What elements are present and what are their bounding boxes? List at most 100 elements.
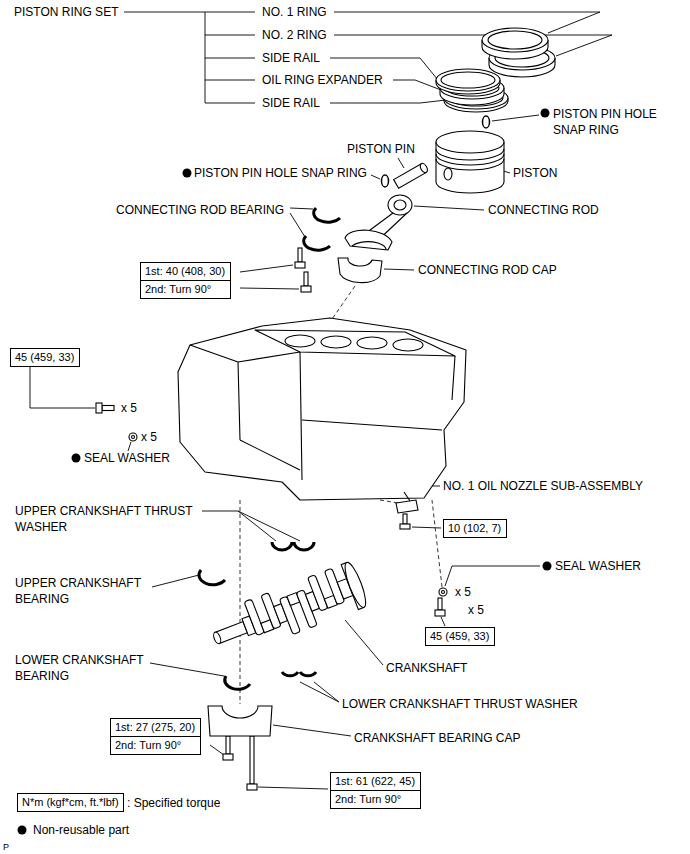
torque-value: 10 (102, 7)	[444, 520, 506, 537]
quantity-label: x 5	[121, 400, 137, 416]
part-label: UPPER CRANKSHAFT THRUST WASHER	[15, 503, 225, 535]
torque-value: 2nd: Turn 90°	[141, 280, 230, 298]
connecting-rod	[338, 195, 412, 283]
bolt	[400, 524, 410, 529]
leader-line	[30, 367, 95, 408]
connecting-rod	[388, 195, 412, 215]
leader-line	[441, 617, 445, 626]
legend-entry: : Specified torque	[127, 795, 220, 811]
part-label: PISTON PIN HOLE SNAP RING	[194, 165, 367, 181]
leader-line	[300, 682, 339, 702]
snap-ring	[382, 175, 389, 187]
connecting-rod	[345, 230, 392, 250]
connecting-rod	[394, 200, 406, 210]
part-label: LOWER CRANKSHAFT THRUST WASHER	[342, 696, 578, 712]
leader-line	[445, 566, 540, 586]
bearing-shell	[314, 208, 340, 222]
torque-value: 1st: 61 (622, 45)	[331, 773, 420, 790]
leader-line	[384, 269, 414, 270]
leader-line	[492, 115, 539, 121]
leader-line	[412, 527, 441, 528]
bolt	[250, 736, 254, 784]
oil-nozzle	[404, 492, 410, 501]
leader-line	[345, 620, 383, 665]
crankshaft	[212, 631, 222, 644]
engine-block	[393, 339, 423, 351]
leader-line	[398, 158, 404, 168]
legend-entry: Non-reusable part	[33, 822, 129, 838]
non-reusable-mark	[183, 169, 192, 178]
part-label: OIL RING EXPANDER	[262, 72, 383, 88]
piston-ring	[436, 69, 500, 91]
bolt	[226, 736, 230, 754]
piston	[436, 131, 504, 153]
bearing-cap	[208, 706, 272, 736]
legend-text: Non-reusable part	[33, 823, 129, 837]
engine-block	[285, 335, 315, 347]
bolt	[438, 598, 442, 610]
piston-pin	[394, 162, 429, 188]
figure-code: P	[3, 842, 9, 853]
torque-box: 45 (459, 33)	[425, 627, 495, 646]
crankshaft	[206, 560, 370, 661]
part-label: CONNECTING ROD	[488, 202, 599, 218]
part-label: SEAL WASHER	[84, 450, 170, 466]
engine-block	[357, 337, 387, 349]
bolt	[301, 286, 311, 292]
torque-value: 45 (459, 33)	[426, 628, 494, 645]
assembly-line	[380, 500, 398, 503]
crankshaft	[308, 575, 328, 611]
bolt	[132, 436, 135, 439]
oil-nozzle	[396, 500, 418, 513]
part-label: SIDE RAIL	[262, 50, 320, 66]
part-label: UPPER CRANKSHAFT BEARING	[15, 575, 175, 607]
leader-line	[240, 265, 299, 289]
part-label: NO. 1 RING	[262, 4, 327, 20]
leader-line	[210, 745, 224, 755]
part-label: CONNECTING ROD CAP	[418, 262, 557, 278]
piston	[436, 149, 504, 170]
torque-box: 45 (459, 33)	[10, 348, 80, 367]
part-label: LOWER CRANKSHAFT BEARING	[15, 652, 175, 684]
bolt	[298, 248, 302, 262]
bearing-shell	[225, 676, 250, 689]
engine-block	[190, 345, 455, 480]
part-label: SIDE RAIL	[262, 95, 320, 111]
leader-line	[371, 175, 380, 179]
leader-line	[152, 575, 199, 587]
bolt	[247, 784, 257, 790]
part-label: CONNECTING ROD BEARING	[116, 202, 284, 218]
legend-torque-box: N*m (kgf*cm, ft.*lbf)	[17, 793, 124, 812]
leader-line	[124, 12, 255, 103]
quantity-label: x 5	[141, 429, 157, 445]
non-reusable-mark	[72, 454, 81, 463]
leader-line	[290, 208, 313, 237]
crankshaft	[244, 599, 264, 635]
torque-value: 2nd: Turn 90°	[111, 736, 200, 754]
part-label: SEAL WASHER	[555, 558, 641, 574]
leader-line	[128, 442, 131, 451]
piston	[436, 131, 504, 193]
non-reusable-mark	[543, 562, 552, 571]
assembly-line	[330, 286, 355, 322]
bolt	[442, 591, 445, 594]
torque-box: 1st: 27 (275, 20)2nd: Turn 90°	[110, 718, 201, 755]
leader-line	[273, 725, 351, 736]
leader-line	[414, 206, 484, 210]
bolt	[439, 588, 447, 596]
piston-ring	[482, 28, 548, 52]
torque-value: 2nd: Turn 90°	[331, 790, 420, 808]
torque-value: 1st: 40 (408, 30)	[141, 263, 230, 280]
part-label: PISTON RING SET	[14, 4, 118, 20]
quantity-label: x 5	[468, 602, 484, 618]
engine-block	[178, 318, 466, 500]
piston	[444, 168, 452, 180]
part-label: PISTON	[513, 165, 557, 181]
torque-box: 10 (102, 7)	[443, 519, 507, 538]
bolt	[129, 433, 137, 441]
bolt	[435, 610, 445, 616]
torque-box: 1st: 61 (622, 45)2nd: Turn 90°	[330, 772, 421, 809]
leader-line	[330, 100, 446, 103]
torque-box: 1st: 40 (408, 30)2nd: Turn 90°	[140, 262, 231, 299]
